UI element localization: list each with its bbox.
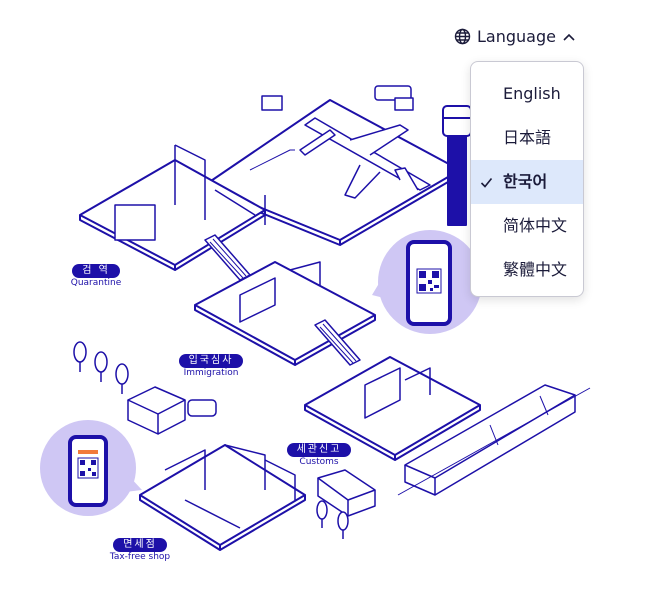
quarantine-label-ko: 검 역 bbox=[72, 264, 120, 278]
quarantine-label-en: Quarantine bbox=[70, 278, 122, 288]
quarantine-platform bbox=[79, 144, 266, 271]
tax-free-platform bbox=[139, 444, 306, 551]
phone-qr-bubble-right bbox=[372, 230, 482, 334]
language-option-label: English bbox=[503, 84, 561, 103]
area-label-tax-free: 면세점 Tax-free shop bbox=[102, 532, 178, 563]
language-option-english[interactable]: English bbox=[471, 72, 583, 116]
language-dropdown-menu: English 日本語 한국어 简体中文 繁體中文 bbox=[470, 61, 584, 297]
customs-platform bbox=[304, 356, 481, 461]
bus bbox=[317, 469, 376, 517]
language-option-simplified-chinese[interactable]: 简体中文 bbox=[471, 204, 583, 248]
area-label-quarantine: 검 역 Quarantine bbox=[60, 258, 132, 289]
language-option-japanese[interactable]: 日本語 bbox=[471, 116, 583, 160]
immigration-label-ko: 입국심사 bbox=[178, 354, 244, 368]
area-label-customs: 세관신고 Customs bbox=[281, 437, 357, 468]
immigration-label-en: Immigration bbox=[183, 368, 239, 378]
area-label-immigration: 입국심사 Immigration bbox=[172, 348, 250, 379]
escalator-2 bbox=[314, 319, 361, 366]
tax-free-label-ko: 면세점 bbox=[113, 538, 167, 552]
chevron-up-icon bbox=[562, 32, 576, 42]
language-option-korean[interactable]: 한국어 bbox=[471, 160, 583, 204]
language-option-traditional-chinese[interactable]: 繁體中文 bbox=[471, 248, 583, 292]
language-option-label: 한국어 bbox=[503, 172, 548, 191]
ticket-kiosk bbox=[127, 386, 217, 435]
customs-label-ko: 세관신고 bbox=[286, 443, 352, 457]
globe-icon bbox=[454, 28, 471, 45]
control-tower bbox=[442, 105, 472, 226]
escalator-1 bbox=[204, 234, 251, 281]
language-option-label: 简体中文 bbox=[503, 216, 568, 235]
airplane bbox=[299, 117, 431, 199]
language-option-label: 繁體中文 bbox=[503, 260, 568, 279]
language-label: Language bbox=[477, 27, 556, 46]
train bbox=[397, 384, 591, 496]
checkmark-icon bbox=[480, 160, 494, 204]
language-selector-button[interactable]: Language bbox=[454, 27, 576, 46]
ground-vehicles bbox=[261, 85, 414, 111]
tax-free-label-en: Tax-free shop bbox=[109, 552, 171, 562]
trees bbox=[73, 341, 349, 539]
phone-qr-bubble-left bbox=[40, 420, 142, 516]
language-option-label: 日本語 bbox=[503, 128, 552, 147]
customs-label-en: Customs bbox=[299, 457, 339, 467]
